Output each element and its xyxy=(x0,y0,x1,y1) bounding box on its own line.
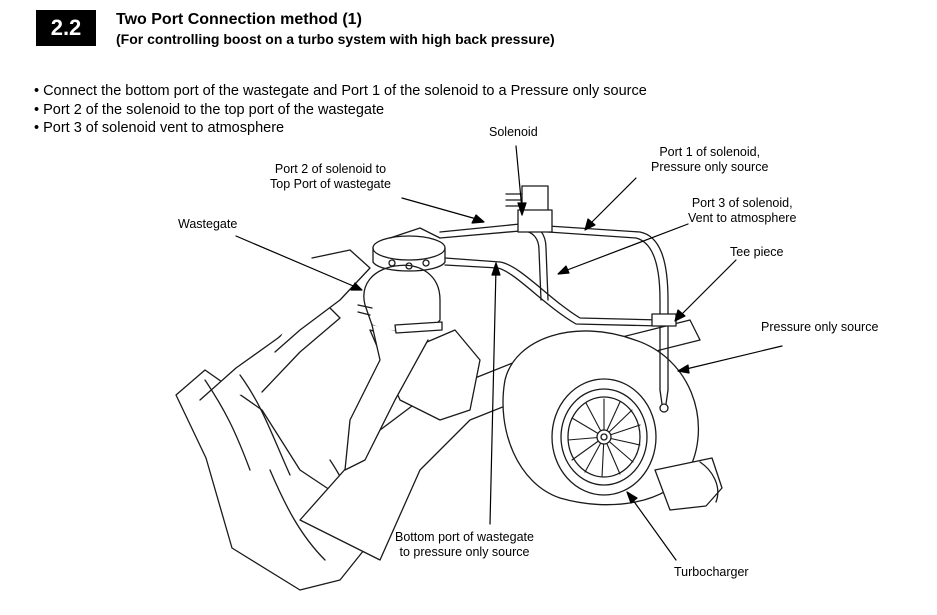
turbocharger-callout: Turbocharger xyxy=(674,565,749,579)
wastegate-callout: Wastegate xyxy=(178,217,238,231)
turbocharger xyxy=(502,330,723,511)
section-subtitle: (For controlling boost on a turbo system… xyxy=(116,31,555,47)
section-title: Two Port Connection method (1) xyxy=(116,11,362,28)
instruction-item: Port 3 of solenoid vent to atmosphere xyxy=(34,119,647,138)
solenoid-valve xyxy=(505,185,553,233)
port1-callout: Port 1 of solenoid,Pressure only source xyxy=(651,145,769,174)
vacuum-hoses xyxy=(439,223,677,413)
instruction-item: Port 2 of the solenoid to the top port o… xyxy=(34,101,647,120)
instruction-item: Connect the bottom port of the wastegate… xyxy=(34,82,647,101)
port3-callout: Port 3 of solenoid,Vent to atmosphere xyxy=(688,196,797,225)
pressure-source-callout: Pressure only source xyxy=(761,320,879,334)
wastegate-assembly xyxy=(344,227,446,471)
section-number-badge: 2.2 xyxy=(36,10,96,46)
solenoid-callout: Solenoid xyxy=(489,125,538,139)
instruction-list: Connect the bottom port of the wastegate… xyxy=(34,82,647,138)
callout-leader-lines xyxy=(235,145,783,561)
tee-piece-callout: Tee piece xyxy=(730,245,784,259)
